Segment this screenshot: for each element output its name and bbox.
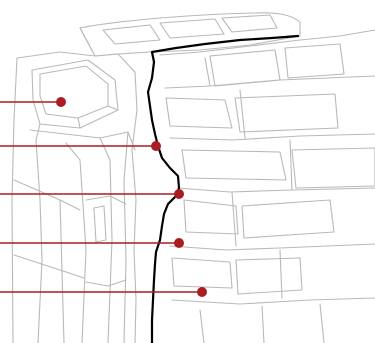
course-6 [172, 298, 375, 304]
course-6-joints [200, 304, 324, 343]
pointer-1-dot [56, 97, 66, 107]
course-3 [170, 134, 375, 140]
course-4-block-b [242, 200, 334, 238]
column-joint-d [124, 132, 128, 343]
course-2-block [166, 98, 232, 128]
pointer-2-dot [151, 141, 161, 151]
cap-slab-edge [80, 28, 95, 56]
pointer-4-dot [174, 238, 184, 248]
course-1-block-b [285, 44, 344, 78]
crack-line [148, 36, 298, 343]
column-stone-h [94, 206, 106, 242]
course-3-block-b [292, 148, 375, 188]
wall-sketch [12, 13, 375, 343]
course-5-block [172, 258, 232, 288]
course-2 [165, 76, 375, 88]
column-joint-a [30, 130, 135, 150]
column-joint-f [86, 196, 126, 286]
course-2-block-b [235, 94, 338, 132]
right-wall-verticals [205, 58, 292, 298]
cap-block-3 [222, 15, 277, 32]
cap-slab [80, 13, 300, 56]
corner-top-stone-inner [40, 66, 108, 118]
corner-column-left-edge [12, 58, 17, 343]
cap-block-1 [103, 25, 160, 44]
pointer-3-dot [174, 189, 184, 199]
course-5 [170, 244, 375, 250]
course-4 [178, 188, 375, 192]
pointer-5-dot [197, 287, 207, 297]
course-4-block [184, 200, 238, 234]
cap-block-2 [160, 19, 224, 38]
corner-column-outline [17, 52, 137, 343]
course-1 [160, 30, 375, 55]
column-joint-g [36, 140, 64, 343]
course-5-block-b [236, 258, 302, 294]
course-3-block [182, 150, 286, 180]
